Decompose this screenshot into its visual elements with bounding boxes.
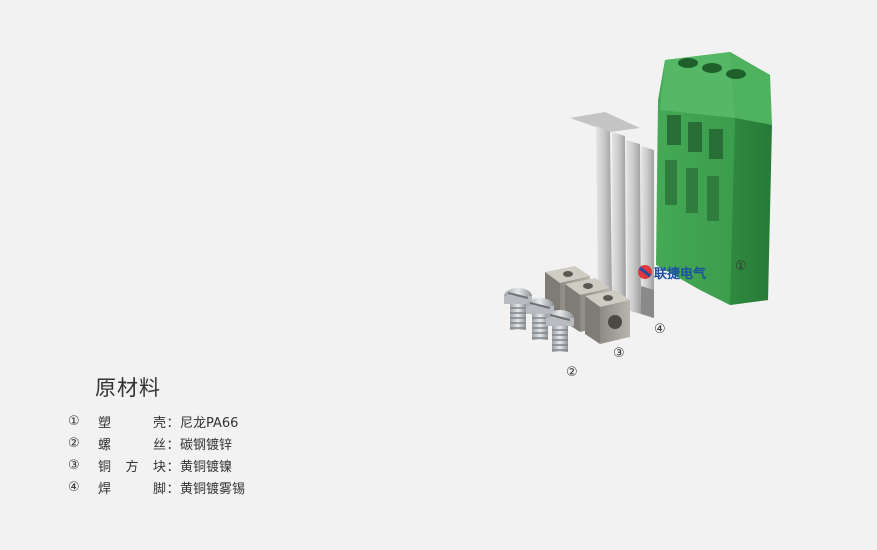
material-name: 铜方块: [98, 459, 166, 475]
materials-list: ① 塑壳 ： 尼龙PA66 ② 螺丝 ： 碳钢镀锌 ③ 铜方块 ： 黄铜镀镍 ④…: [68, 410, 245, 498]
material-value: 尼龙PA66: [180, 415, 239, 431]
material-row-screw: ② 螺丝 ： 碳钢镀锌: [68, 432, 245, 454]
material-value: 黄铜镀镍: [180, 459, 233, 475]
material-name: 螺丝: [98, 437, 166, 453]
material-name: 塑壳: [98, 415, 166, 431]
watermark-text: 联捷电气: [654, 266, 706, 282]
material-row-solder-pin: ④ 焊脚 ： 黄铜镀雾锡: [68, 476, 245, 498]
material-value: 黄铜镀雾锡: [180, 481, 246, 497]
material-number: ①: [68, 413, 80, 429]
material-row-copper-block: ③ 铜方块 ： 黄铜镀镍: [68, 454, 245, 476]
section-title: 原材料: [95, 376, 161, 400]
material-number: ③: [68, 457, 80, 473]
callout-housing: ①: [735, 259, 747, 274]
material-separator: ：: [166, 481, 180, 497]
material-separator: ：: [166, 415, 180, 431]
screws: [504, 288, 574, 352]
material-separator: ：: [166, 437, 180, 453]
plastic-housing: [656, 52, 772, 305]
material-row-housing: ① 塑壳 ： 尼龙PA66: [68, 410, 245, 432]
material-name: 焊脚: [98, 481, 166, 497]
material-separator: ：: [166, 459, 180, 475]
material-number: ②: [68, 435, 80, 451]
callout-screws: ②: [566, 365, 578, 380]
material-value: 碳钢镀锌: [180, 437, 233, 453]
material-number: ④: [68, 479, 80, 495]
callout-pins: ④: [654, 322, 666, 337]
callout-blocks: ③: [613, 346, 625, 361]
watermark-logo: 联捷电气: [638, 265, 706, 282]
